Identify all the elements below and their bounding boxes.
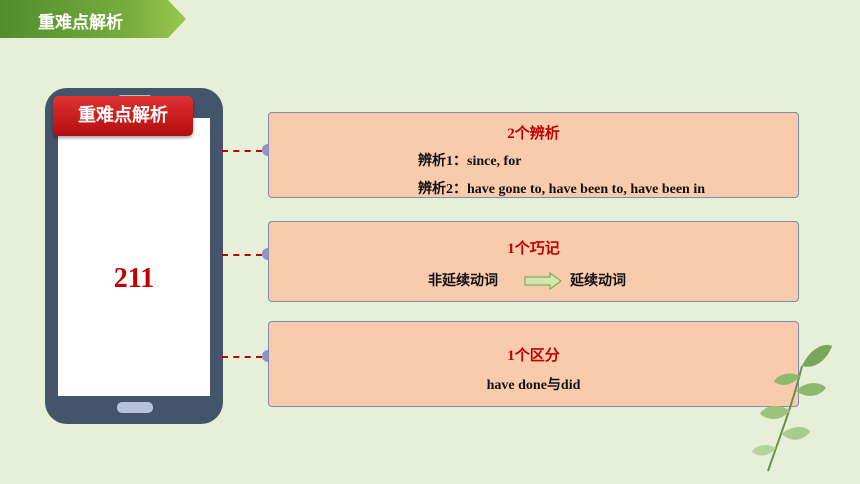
right-arrow-icon [524, 272, 562, 290]
box-line: 辨析1：since, for [418, 154, 522, 169]
topic-number: 211 [113, 263, 155, 294]
box-line: 辨析2：have gone to, have been to, have bee… [418, 182, 705, 197]
content-box-distinctions[interactable]: 2个辨析 辨析1：since, for 辨析2：have gone to, ha… [268, 112, 799, 198]
box-title: 1个区分 [507, 348, 560, 364]
leaf-decoration [752, 344, 832, 472]
phone-screen [58, 118, 210, 396]
topic-badge[interactable]: 重难点解析 [53, 96, 193, 136]
box-title: 2个辨析 [507, 126, 560, 142]
box-title: 1个巧记 [507, 241, 560, 257]
box-right-text: 延续动词 [570, 274, 626, 289]
connector-line-2 [222, 254, 262, 256]
header-tag-label: 重难点解析 [38, 13, 123, 33]
box-line: have done与did [486, 378, 581, 393]
connector-line-1 [222, 150, 262, 152]
content-box-difference[interactable]: 1个区分 have done与did [268, 321, 799, 407]
phone-frame [45, 88, 223, 424]
box-left-text: 非延续动词 [428, 274, 498, 289]
content-box-memory-tip[interactable]: 1个巧记 非延续动词 延续动词 [268, 221, 799, 302]
connector-line-3 [222, 356, 262, 358]
phone-home-button [117, 402, 153, 413]
header-tag-banner: 重难点解析 [0, 0, 186, 38]
